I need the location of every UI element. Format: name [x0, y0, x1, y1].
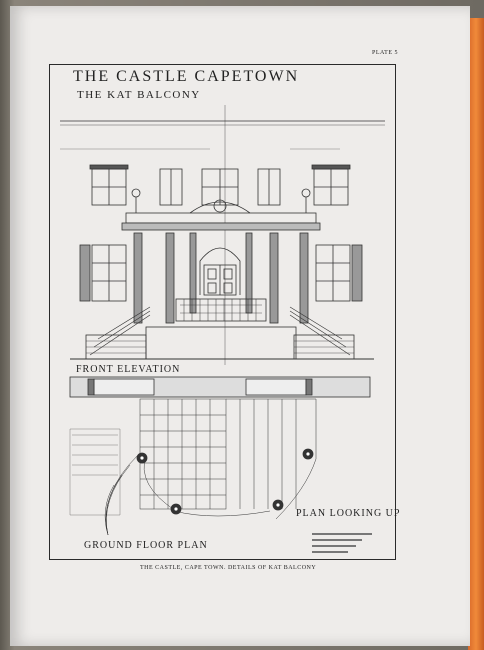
- book-page: [10, 6, 470, 646]
- label-plan-looking-up: PLAN LOOKING UP: [296, 508, 401, 519]
- plate-number: PLATE 5: [372, 50, 398, 56]
- label-front-elevation: FRONT ELEVATION: [76, 364, 181, 375]
- plate-frame: [49, 64, 396, 560]
- columns: [133, 232, 309, 324]
- plate-caption: THE CASTLE, CAPE TOWN. DETAILS OF KAT BA…: [140, 565, 317, 571]
- upper-windows: [89, 164, 351, 206]
- book-edge-orange: [468, 18, 484, 650]
- label-ground-floor-plan: GROUND FLOOR PLAN: [84, 540, 208, 551]
- architectural-drawing: [60, 105, 385, 536]
- plate-title: THE CASTLE CAPETOWN: [73, 68, 300, 85]
- plan-looking-up: [139, 398, 317, 520]
- plate-subtitle: THE KAT BALCONY: [77, 89, 201, 101]
- draughtsman-credit: [312, 533, 372, 557]
